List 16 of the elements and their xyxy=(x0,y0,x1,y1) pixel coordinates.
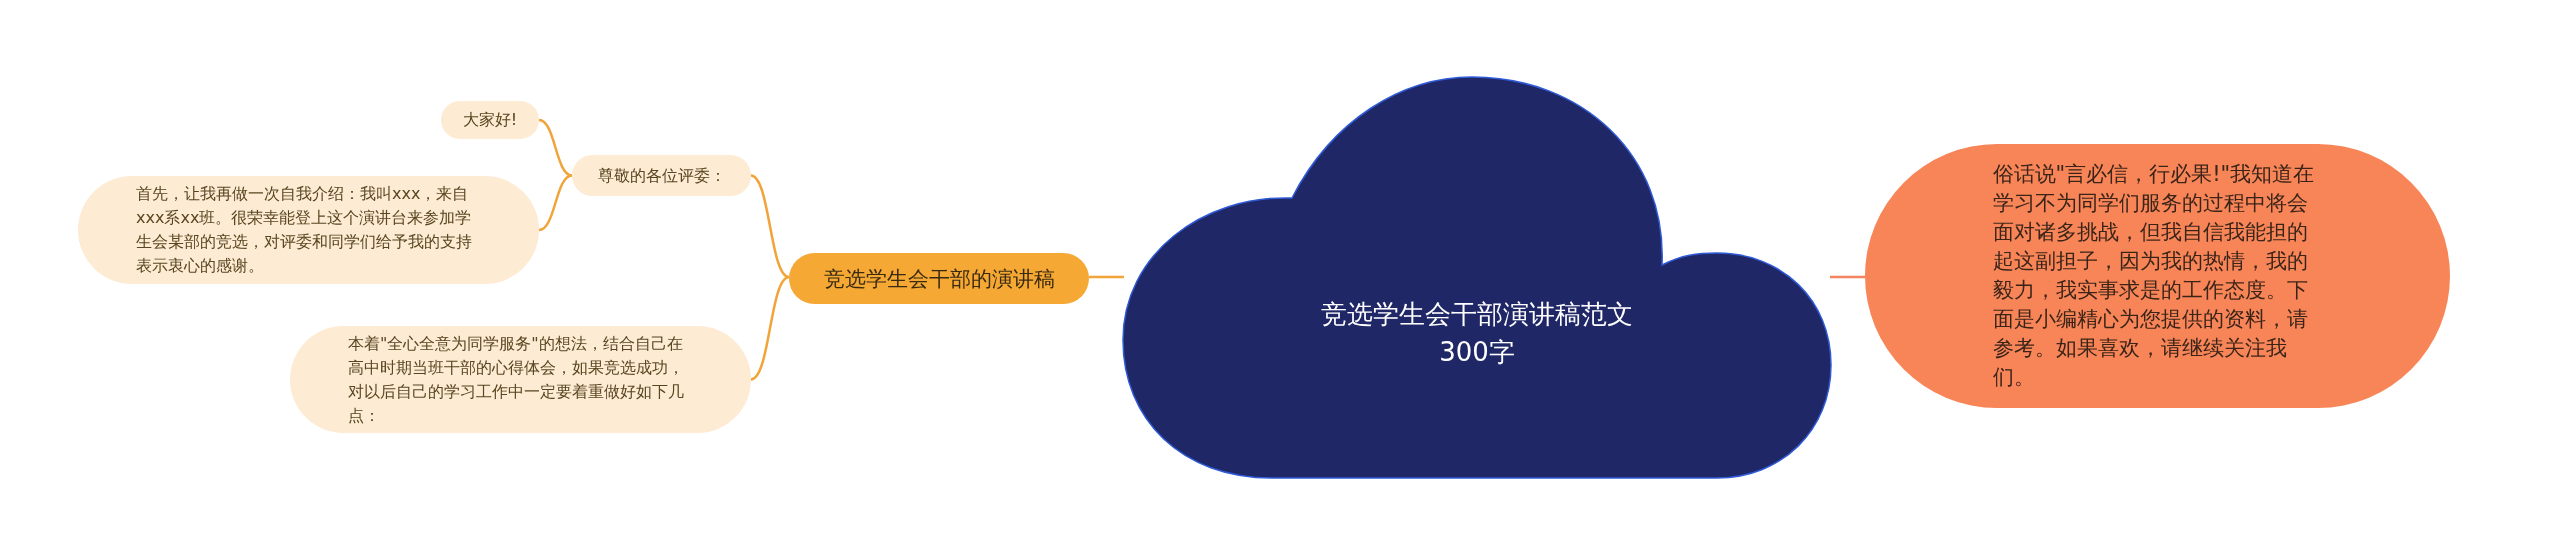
note-pill xyxy=(441,101,539,139)
topic-text: 竞选学生会干部的演讲稿 xyxy=(823,265,1055,293)
connector-line xyxy=(538,174,573,232)
connector-line xyxy=(750,275,790,381)
note-text: 尊敬的各位评委： xyxy=(597,164,726,187)
note-text: 大家好! xyxy=(462,109,518,131)
connector-line xyxy=(538,118,573,177)
note-pill xyxy=(572,155,751,196)
note-text: 俗话说"言必信，行必果!"我知道在学习不为同学们服务的过程中将会面对诸多挑战，但我自信我能担的起这副担子，因为我的热情，我的毅力，我实事求是的工作态度。下面是小编精心为您提供的资料，请参考。如果喜欢，请继续关注我们。 xyxy=(1992,161,2316,391)
connector-line xyxy=(750,174,790,279)
title-text: 竞选学生会干部演讲稿范文300字 xyxy=(1320,297,1634,369)
topic-pill xyxy=(789,253,1089,304)
note-text: 本着"全心全意为同学服务"的想法，结合自己在高中时期当班干部的心得体会，如果竞选成功，对以后自己的学习工作中一定要着重做好如下几点： xyxy=(348,332,685,427)
connector-line xyxy=(1089,275,1124,279)
note-text: 首先，让我再做一次自我介绍：我叫xxx，来自xxx系xx班。很荣幸能登上这个演讲台来参加学生会某部的竞选，对评委和同学们给予我的支持表示衷心的感谢。 xyxy=(136,183,473,277)
connector-line xyxy=(1830,275,1865,279)
